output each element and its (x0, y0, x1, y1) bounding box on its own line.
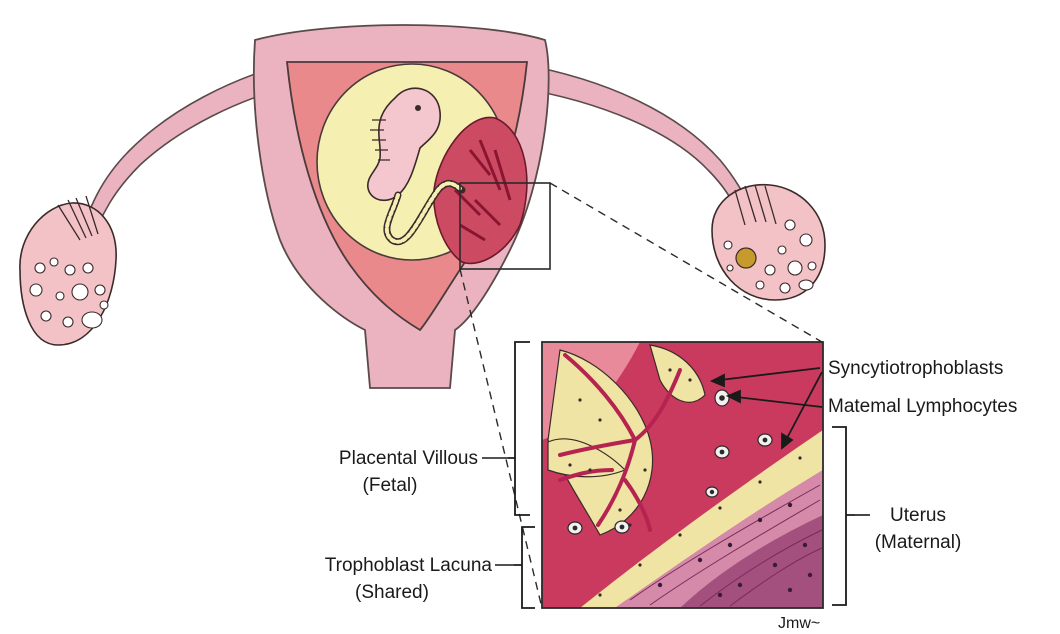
uterus-bracket (832, 427, 855, 605)
artist-signature: Jmw~ (778, 615, 820, 632)
right-fallopian-tube (520, 64, 752, 218)
label-trophoblast-lacuna-sub: (Shared) (355, 582, 429, 603)
label-trophoblast-lacuna: Trophoblast Lacuna (325, 555, 493, 576)
right-ovary (712, 185, 825, 300)
trophoblast-lacuna-bracket (514, 527, 535, 608)
uterus-illustration (80, 25, 752, 388)
left-ovary (20, 196, 116, 345)
label-uterus: Uterus (890, 505, 946, 526)
tissue-inset (542, 342, 823, 608)
placental-villous-bracket (508, 342, 530, 515)
label-uterus-sub: (Maternal) (875, 532, 962, 553)
label-placental-villous: Placental Villous (339, 448, 478, 469)
label-placental-villous-sub: (Fetal) (363, 475, 418, 496)
label-maternal-lymphocytes: Matemal Lymphocytes (828, 396, 1017, 417)
label-syncytiotrophoblasts: Syncytiotrophoblasts (828, 358, 1003, 379)
